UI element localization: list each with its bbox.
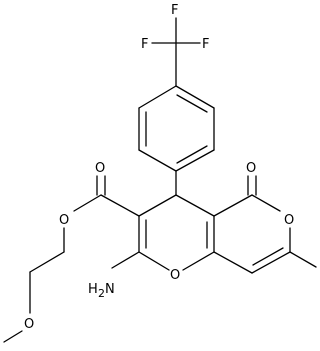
atom-amino-subscript: 2 (98, 287, 105, 300)
atom-f-right: F (202, 37, 209, 52)
atom-o-ester-single: O (59, 213, 69, 228)
bond-c8a-o1 (182, 251, 215, 271)
bond-o1-c2 (138, 251, 170, 271)
atom-amino-n: N (105, 282, 115, 297)
atom-o-ester-carbonyl: O (95, 161, 105, 176)
ester-group (73, 175, 140, 217)
bond-o-methyl (3, 330, 23, 343)
bond-ch2-ch2 (29, 251, 65, 273)
bond-c8-c8a (213, 251, 253, 274)
atom-o-methoxy: O (24, 317, 34, 332)
bond-c7-c8 (251, 251, 291, 274)
pyranone-ring (213, 175, 317, 274)
bond-phenyl-inner-1 (176, 94, 208, 113)
bond-phenyl-inner-2 (176, 145, 208, 164)
atom-o-lactone-ring: O (284, 213, 294, 228)
bond-c7-c8-double (252, 247, 284, 266)
atom-f-left: F (141, 37, 148, 52)
atom-f-top: F (171, 3, 178, 18)
atom-o-pyran-ring: O (170, 268, 180, 283)
bond-c3-ester-c (100, 194, 140, 217)
bond-phenyl-3 (175, 149, 215, 172)
bond-c3-c4 (138, 194, 177, 217)
methoxyethyl-chain (3, 227, 65, 343)
pyran-ring (138, 194, 215, 271)
amino-group-label: H 2 N (88, 282, 115, 300)
atom-o-ketone: O (246, 161, 256, 176)
bond-phenyl-4 (138, 149, 177, 172)
bond-phenyl-6 (138, 85, 177, 109)
bond-c5-o6 (251, 194, 281, 212)
bond-phenyl-1 (175, 85, 215, 109)
bond-c7-methyl (289, 251, 317, 268)
bond-ester-c-o-single (73, 194, 102, 212)
bond-c2-nh2 (111, 251, 140, 269)
atom-amino-h: H (88, 282, 98, 297)
phenyl-ring (138, 85, 215, 172)
trifluoromethyl-group (151, 17, 201, 87)
bond-c4-c4a (175, 194, 215, 217)
bond-c4a-c5 (213, 194, 253, 217)
